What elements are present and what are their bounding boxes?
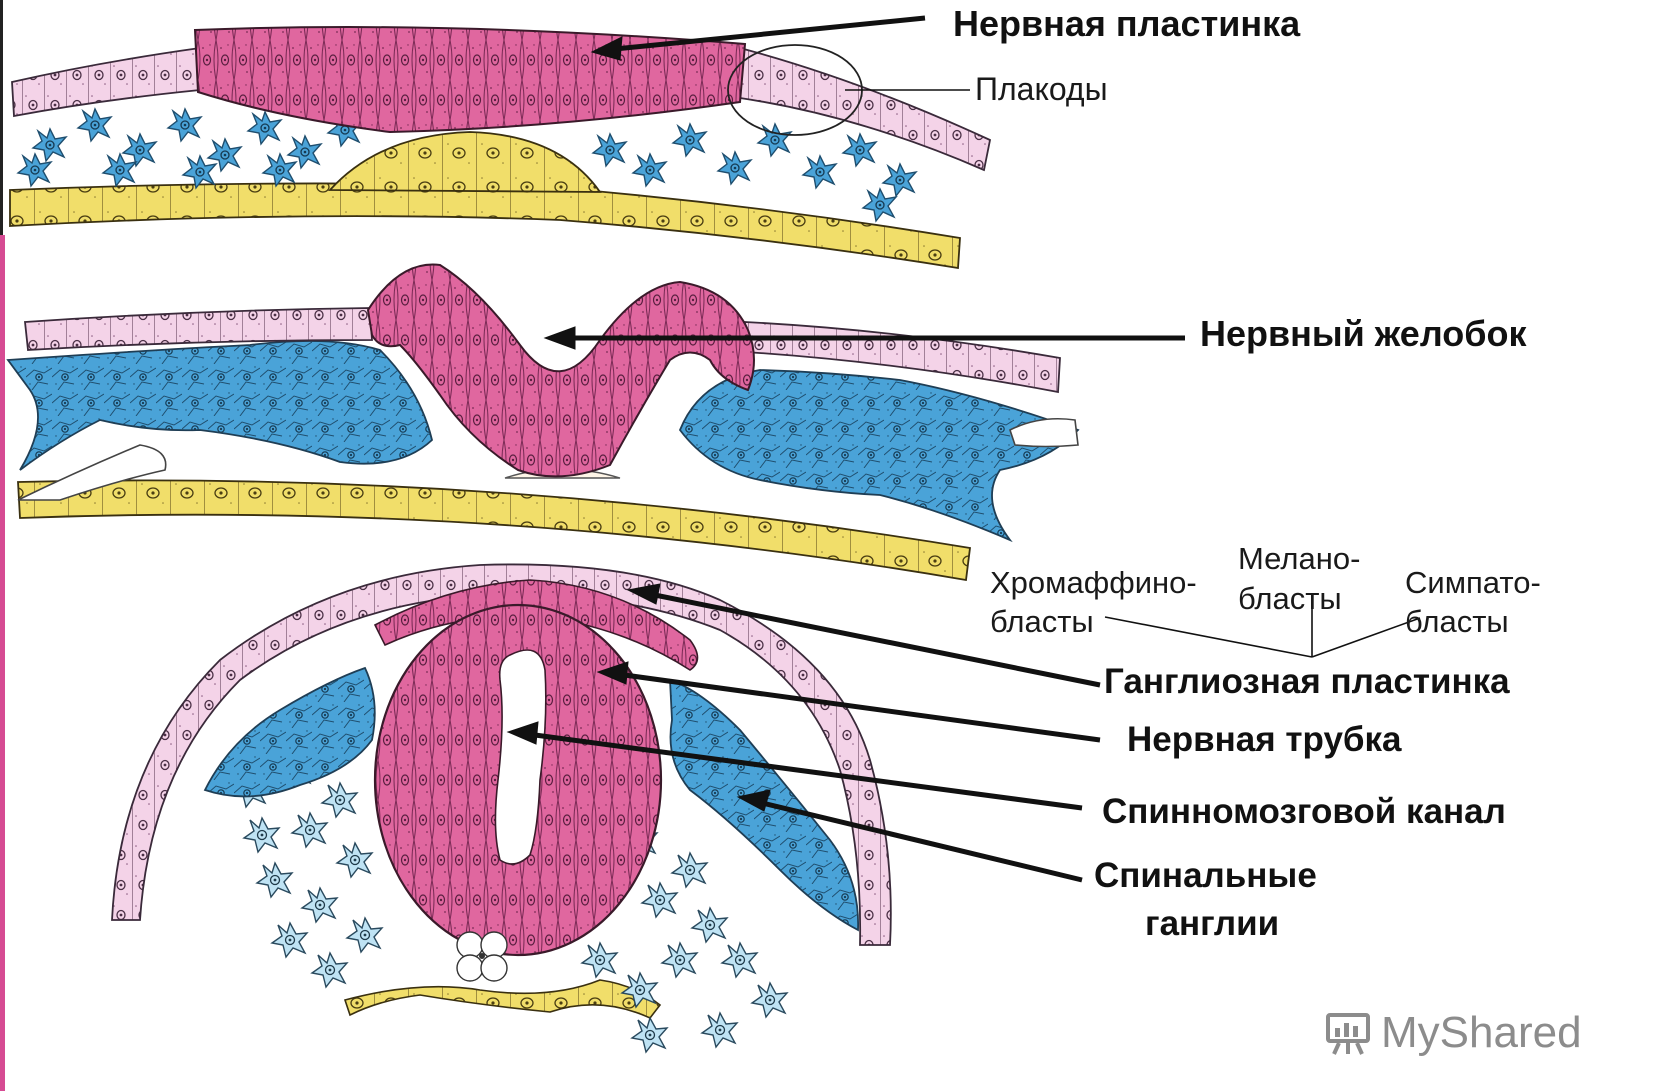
label-chromaffinoblasts-line2: бласты [990,606,1094,637]
label-placodes: Плакоды [975,73,1108,105]
left-border-stripe [0,235,5,1091]
yellow-endoderm-3 [345,980,660,1018]
notochord-cells [457,932,507,981]
stage-2-neural-groove [8,265,1078,580]
label-sympathoblasts-line1: Симпато- [1405,567,1541,598]
presentation-board-icon [1325,1010,1371,1056]
pink-ectoderm-1 [12,48,200,116]
label-chromaffinoblasts-line1: Хромаффино- [990,567,1197,598]
label-spinal-canal: Спинномозговой канал [1102,794,1506,829]
yellow-endoderm-1 [10,183,960,268]
watermark-text: MyShared [1381,1008,1582,1058]
label-melanoblasts-line2: бласты [1238,583,1342,614]
label-spinal-ganglia-line1: Спинальные [1094,858,1317,893]
label-neural-plate: Нервная пластинка [953,6,1300,42]
yellow-notochord-bulge [330,132,600,192]
stage-1-neural-plate [10,27,990,268]
label-spinal-ganglia-line2: ганглии [1145,906,1279,941]
label-ganglion-plate: Ганглиозная пластинка [1104,664,1510,699]
watermark: MyShared [1325,1008,1582,1058]
label-melanoblasts-line1: Мелано- [1238,543,1360,574]
label-sympathoblasts-line2: бласты [1405,606,1509,637]
label-neural-tube: Нервная трубка [1127,722,1402,757]
left-border-dark [0,0,3,235]
label-neural-groove: Нервный желобок [1200,316,1526,352]
mesenchyme-left-2 [8,341,432,470]
